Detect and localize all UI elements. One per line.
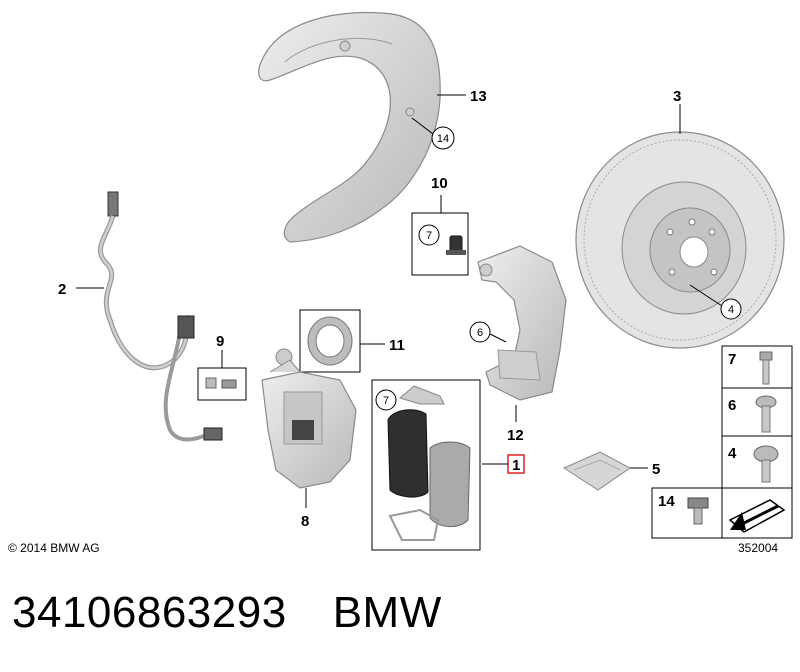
arrow-symbol-icon: [728, 499, 786, 533]
callout-4-circle: 4: [728, 304, 734, 316]
legend-item-7: 7: [728, 351, 736, 368]
callout-11: 11: [389, 337, 405, 354]
guide-bolt-part: [446, 235, 466, 255]
legend-item-14: 14: [658, 493, 675, 510]
callout-13: 13: [470, 88, 487, 105]
callout-8: 8: [301, 513, 309, 530]
caliper-carrier-part: [477, 245, 567, 401]
part-caption: 34106863293 BMW: [12, 588, 488, 638]
callout-7-circle-a: 7: [426, 230, 432, 242]
callout-7-circle-b: 7: [383, 395, 389, 407]
callout-5: 5: [652, 461, 660, 478]
brake-caliper-part: [261, 348, 357, 489]
part-number: 34106863293: [12, 588, 287, 637]
legend-item-4: 4: [728, 445, 737, 462]
legend-item-6: 6: [728, 397, 736, 414]
callout-6-circle: 6: [477, 327, 483, 339]
grease-sachet-part: [562, 451, 631, 491]
brake-shield-part: [258, 11, 441, 243]
callout-2: 2: [58, 281, 66, 298]
brake-pads-part: [387, 385, 471, 541]
callout-1: 1: [512, 457, 520, 474]
callout-9: 9: [216, 333, 224, 350]
parts-diagram: 13 14 3 4 10 7 6 12: [58, 11, 793, 551]
callout-14-circle: 14: [437, 133, 449, 145]
brake-disc-part: [575, 131, 785, 349]
wear-sensor-part: [97, 191, 223, 442]
callout-12: 12: [507, 427, 524, 444]
callout-3: 3: [673, 88, 681, 105]
copyright-notice: © 2014 BMW AG: [8, 541, 100, 555]
bleed-screw-part: [205, 377, 237, 389]
callout-10: 10: [431, 175, 448, 192]
brand-name: BMW: [332, 588, 442, 637]
fastener-legend: 7 6 4 14: [651, 345, 793, 539]
drawing-code: 352004: [738, 541, 779, 555]
